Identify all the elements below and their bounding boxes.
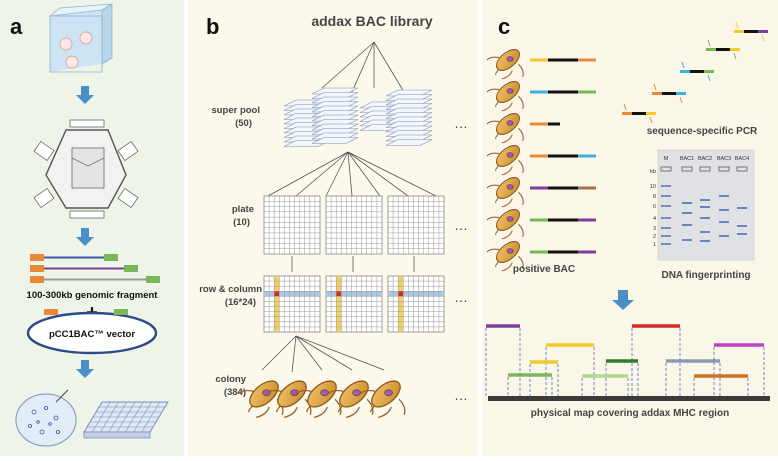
down-arrow-icon xyxy=(76,228,94,246)
level-colony-name: colony xyxy=(215,374,246,385)
panel-a-label: a xyxy=(10,14,23,39)
gel-lane-bac4: BAC4 xyxy=(735,156,749,162)
map-label: physical map covering addax MHC region xyxy=(531,408,729,419)
pcr-label: sequence-specific PCR xyxy=(647,126,758,137)
gel-tick-label: 6 xyxy=(653,204,656,210)
down-arrow-icon xyxy=(76,86,94,104)
gel-lane-bac3: BAC3 xyxy=(717,156,731,162)
level-plate-count: (10) xyxy=(233,217,250,228)
gel-lane-bac1: BAC1 xyxy=(680,156,694,162)
bac-vector-plasmid xyxy=(26,309,158,355)
gel-tick-label: 8 xyxy=(653,194,656,200)
multiwell-plate xyxy=(83,401,169,439)
ellipsis-rowcol: … xyxy=(454,289,468,305)
plate-grids xyxy=(263,195,445,255)
gel-tick-label: 1 xyxy=(653,242,656,248)
ellipsis-plate: … xyxy=(454,217,468,233)
gel-lane-m: M xyxy=(664,156,669,162)
gel-lane-bac2: BAC2 xyxy=(698,156,712,162)
panel-a-background xyxy=(0,0,184,456)
panel-c-label: c xyxy=(498,14,510,39)
level-plate-name: plate xyxy=(232,204,254,215)
sample-cube xyxy=(48,3,113,73)
level-rowcol-name: row & column xyxy=(199,284,262,295)
vector-label: pCC1BAC™ vector xyxy=(49,329,135,340)
gel-image: M BAC1 BAC2 BAC3 BAC4 kb 10 8 6 4 3 2 1 xyxy=(650,149,755,261)
physical-map xyxy=(485,324,770,401)
genomic-fragments xyxy=(30,254,160,283)
positive-bac-list xyxy=(486,45,596,272)
gel-unit: kb xyxy=(650,169,656,175)
positive-bac-label: positive BAC xyxy=(513,264,575,275)
library-title: addax BAC library xyxy=(311,13,433,29)
pfge-chamber xyxy=(33,119,139,219)
panel-b-label: b xyxy=(206,14,219,39)
tree-lines xyxy=(261,41,437,373)
level-rowcol-count: (16*24) xyxy=(225,297,256,308)
super-pool-stacks xyxy=(283,87,433,147)
gel-tick-label: 4 xyxy=(653,216,656,222)
fingerprint-label: DNA fingerprinting xyxy=(661,270,750,281)
ellipsis-superpool: … xyxy=(454,115,468,131)
down-arrow-icon xyxy=(612,290,634,310)
petri-dish xyxy=(15,389,77,447)
level-superpool-name: super pool xyxy=(211,105,260,116)
ellipsis-colony: … xyxy=(454,387,468,403)
row-column-grids xyxy=(263,275,445,333)
down-arrow-icon xyxy=(76,360,94,378)
level-superpool-count: (50) xyxy=(235,118,252,129)
pcr-staircase xyxy=(622,21,768,124)
gel-tick-label: 10 xyxy=(650,184,656,190)
gel-tick-label: 3 xyxy=(653,226,656,232)
fragment-label: 100-300kb genomic fragment xyxy=(27,290,159,301)
level-colony-count: (384) xyxy=(224,387,246,398)
gel-tick-label: 2 xyxy=(653,234,656,240)
